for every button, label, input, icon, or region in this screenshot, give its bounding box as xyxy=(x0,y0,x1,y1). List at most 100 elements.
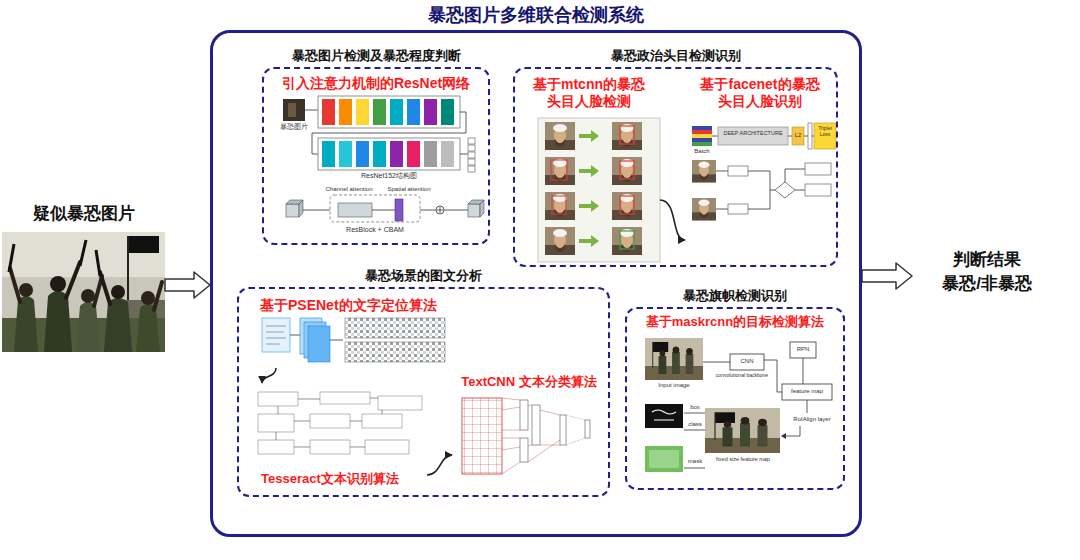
resnet-illustration xyxy=(318,138,460,170)
facenet-illustration xyxy=(748,171,775,190)
resnet-illustration xyxy=(338,203,372,217)
input-photo xyxy=(81,289,95,303)
facenet-illustration xyxy=(692,142,712,146)
mtcnn-illustration xyxy=(545,157,575,185)
resnet-illustration xyxy=(460,154,468,155)
mtcnn-illustration xyxy=(612,122,642,150)
node-text: Tesseract文本识别算法 xyxy=(261,471,425,487)
resnet-illustration xyxy=(373,99,386,125)
node-text: 引入注意力机制的ResNet网络 xyxy=(264,75,488,92)
facenet-illustration xyxy=(785,169,805,182)
input-photo xyxy=(9,244,14,272)
module-panel: 暴恐场景的图文分析基于PSENet的文字定位算法TextCNN 文本分类算法Te… xyxy=(237,287,610,497)
panel-heading: 暴恐旗帜检测识别 xyxy=(627,288,843,304)
figure-label: Batch xyxy=(686,148,718,155)
module-panel: 暴恐旗帜检测识别基于maskrcnn的目标检测算法 xyxy=(625,307,845,490)
input-photo xyxy=(66,262,80,298)
figure-label: feature map xyxy=(782,388,832,395)
resnet-illustration xyxy=(407,99,420,125)
figure-label: class xyxy=(686,421,704,428)
resnet-illustration xyxy=(330,195,420,222)
resnet-illustration xyxy=(468,145,475,151)
facenet-illustration xyxy=(728,204,748,214)
algorithm-block: 基于mtcnn的暴恐头目人脸检测 xyxy=(518,72,660,264)
mtcnn-illustration xyxy=(545,227,575,255)
facenet-illustration xyxy=(804,136,808,137)
mtcnn-illustration xyxy=(579,235,599,247)
resnet-illustration xyxy=(356,141,369,167)
resnet-illustration xyxy=(468,166,475,172)
psenet-illustration xyxy=(330,340,343,341)
facenet-illustration xyxy=(692,126,712,130)
figure-label: fixed size feature map xyxy=(702,456,784,462)
panel-heading: 暴恐场景的图文分析 xyxy=(239,268,608,284)
psenet-illustration xyxy=(266,326,286,344)
textcnn-illustration xyxy=(528,410,560,462)
input-photo xyxy=(2,232,165,277)
figure-label: mask xyxy=(686,458,704,465)
resnet-illustration xyxy=(420,210,436,211)
resnet-illustration xyxy=(424,99,437,125)
figure-label: ResNet152结构图 xyxy=(349,172,429,180)
resnet-illustration xyxy=(339,99,352,125)
input-photo xyxy=(50,276,66,292)
maskrcnn-illustration xyxy=(784,426,800,436)
maskrcnn-illustration xyxy=(684,430,705,431)
resnet-illustration xyxy=(372,210,395,211)
input-photo xyxy=(14,296,38,352)
algorithm-block: TextCNN 文本分类算法 xyxy=(452,372,606,492)
psenet-illustration xyxy=(262,318,290,352)
mtcnn-illustration xyxy=(612,227,642,255)
textcnn-illustration xyxy=(462,398,502,474)
resnet-illustration xyxy=(468,200,484,217)
tesseract-illustration xyxy=(258,392,298,406)
figure-label: DEEP ARCHITECTURE xyxy=(718,130,788,136)
figure-label: RoIAlign layer xyxy=(784,416,840,423)
tesseract-illustration xyxy=(378,396,422,410)
input-photo xyxy=(154,282,162,310)
psenet-illustration xyxy=(345,318,445,338)
facenet-illustration xyxy=(808,123,812,149)
figure-label: L2 xyxy=(792,132,804,139)
input-photo xyxy=(19,283,33,297)
maskrcnn-illustration xyxy=(684,413,705,414)
maskrcnn-illustration xyxy=(703,362,730,363)
facenet-illustration xyxy=(718,127,788,145)
figure-label: Channel attention xyxy=(318,186,380,193)
facenet-illustration xyxy=(814,123,836,149)
maskrcnn-illustration xyxy=(781,433,786,439)
facenet-illustration xyxy=(792,127,804,145)
figure-label: Input image xyxy=(640,382,708,389)
tesseract-illustration xyxy=(320,392,370,404)
algorithm-block: 基于PSENet的文字定位算法 xyxy=(245,292,450,368)
tesseract-illustration xyxy=(258,440,294,454)
algorithm-block: Tesseract文本识别算法 xyxy=(245,383,427,491)
resnet-illustration xyxy=(322,141,335,167)
input-photo xyxy=(100,272,110,304)
tesseract-illustration xyxy=(276,398,382,447)
facenet-illustration xyxy=(692,134,712,138)
resnet-illustration xyxy=(441,99,454,125)
mtcnn-illustration xyxy=(538,118,660,262)
figure-label: convolutional backbone xyxy=(712,373,772,379)
mtcnn-illustration xyxy=(579,130,599,142)
facenet-illustration xyxy=(716,209,728,210)
figure-label: box xyxy=(686,404,704,411)
tesseract-illustration xyxy=(362,414,402,428)
module-panel: 暴恐图片检测及暴恐程度判断引入注意力机制的ResNet网络 xyxy=(262,67,490,245)
resnet-illustration xyxy=(468,152,475,158)
node-text: 疑似暴恐图片 xyxy=(2,204,165,224)
tesseract-illustration xyxy=(258,414,294,432)
mtcnn-illustration xyxy=(579,200,599,212)
maskrcnn-illustration xyxy=(645,338,703,380)
input-photo xyxy=(104,298,132,352)
textcnn-illustration xyxy=(520,400,528,430)
facenet-illustration xyxy=(788,136,792,137)
facenet-illustration xyxy=(716,171,728,172)
input-photo xyxy=(76,302,100,352)
figure-label: CNN xyxy=(730,358,764,365)
panel-heading: 暴恐图片检测及暴恐程度判断 xyxy=(264,48,488,64)
resnet-illustration xyxy=(356,99,369,125)
